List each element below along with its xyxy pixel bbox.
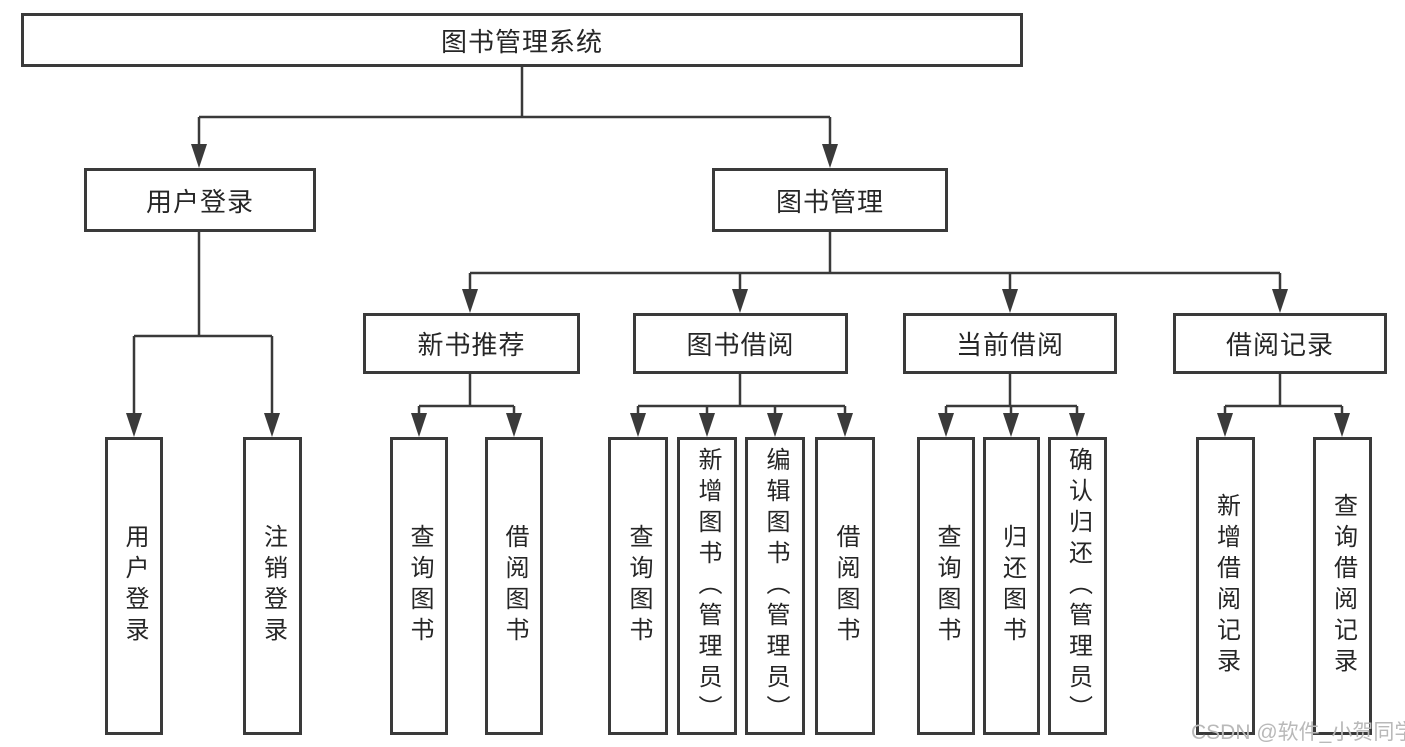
leaf-logout: 注销登录 bbox=[243, 437, 302, 735]
leaf-label: 新增图书（管理员） bbox=[694, 446, 721, 726]
node-label: 用户登录 bbox=[145, 186, 254, 217]
leaf-label: 查询图书 bbox=[625, 524, 652, 648]
leaf-label: 归还图书 bbox=[998, 524, 1026, 648]
leaf-label: 查询借阅记录 bbox=[1329, 493, 1357, 679]
leaf-label: 借阅图书 bbox=[501, 524, 528, 648]
leaf-label: 确认归还（管理员） bbox=[1064, 446, 1092, 726]
node-new-book-recommendation: 新书推荐 bbox=[363, 313, 580, 374]
csdn-watermark: CSDN @软件_小贺同学 bbox=[1191, 721, 1405, 744]
leaf-newbook-query-books: 查询图书 bbox=[390, 437, 448, 735]
node-label: 借阅记录 bbox=[1225, 330, 1334, 360]
node-library-management-system: 图书管理系统 bbox=[21, 13, 1023, 67]
node-label: 当前借阅 bbox=[955, 330, 1064, 360]
node-book-management: 图书管理 bbox=[712, 168, 948, 232]
leaf-label: 用户登录 bbox=[121, 524, 148, 648]
leaf-borrow-borrow-books: 借阅图书 bbox=[815, 437, 875, 735]
leaf-label: 编辑图书（管理员） bbox=[762, 446, 789, 726]
node-current-borrowing: 当前借阅 bbox=[903, 313, 1117, 374]
leaf-label: 注销登录 bbox=[259, 524, 287, 648]
leaf-borrow-add-book-admin: 新增图书（管理员） bbox=[677, 437, 737, 735]
leaf-label: 查询图书 bbox=[406, 524, 433, 648]
node-borrowing-records: 借阅记录 bbox=[1173, 313, 1387, 374]
node-book-borrowing: 图书借阅 bbox=[633, 313, 848, 374]
node-label: 图书管理系统 bbox=[440, 26, 603, 57]
leaf-records-query-borrow-record: 查询借阅记录 bbox=[1313, 437, 1372, 735]
leaf-label: 借阅图书 bbox=[832, 524, 859, 648]
leaf-current-query-books: 查询图书 bbox=[917, 437, 975, 735]
leaf-borrow-query-books: 查询图书 bbox=[608, 437, 668, 735]
leaf-label: 新增借阅记录 bbox=[1212, 493, 1240, 679]
leaf-label: 查询图书 bbox=[933, 524, 960, 648]
leaf-user-login: 用户登录 bbox=[105, 437, 163, 735]
leaf-current-return-books: 归还图书 bbox=[983, 437, 1040, 735]
node-user-login: 用户登录 bbox=[84, 168, 316, 232]
leaf-records-add-borrow-record: 新增借阅记录 bbox=[1196, 437, 1255, 735]
node-label: 新书推荐 bbox=[417, 330, 526, 360]
node-label: 图书借阅 bbox=[686, 330, 795, 360]
leaf-newbook-borrow-books: 借阅图书 bbox=[485, 437, 543, 735]
leaf-current-confirm-return-admin: 确认归还（管理员） bbox=[1048, 437, 1107, 735]
leaf-borrow-edit-book-admin: 编辑图书（管理员） bbox=[745, 437, 805, 735]
node-label: 图书管理 bbox=[775, 186, 884, 217]
